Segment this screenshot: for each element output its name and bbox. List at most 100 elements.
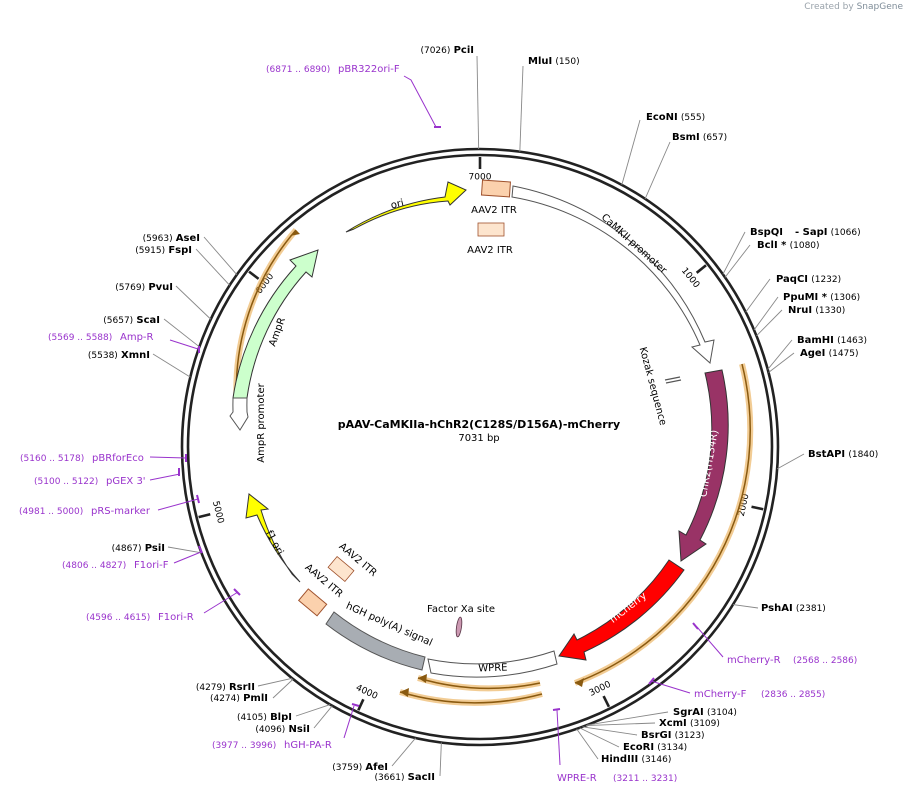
primer-leader-pbrforeco [149, 456, 187, 459]
feature-factor-xa-label: Factor Xa site [427, 604, 495, 615]
site-leader [476, 55, 480, 150]
primer-leader-amp-r [169, 339, 199, 350]
site-leader [724, 244, 751, 278]
site-label: (4867) PsiI [112, 543, 165, 554]
primer-leader-pgex3 [149, 473, 181, 481]
site-leader [519, 65, 524, 152]
site-position: (5769) [115, 283, 145, 293]
plasmid-name: pAAV-CaMKIIa-hChR2(C128S/D156A)-mCherry [338, 418, 620, 431]
tick-label: 1000 [679, 266, 701, 290]
primer-range-pbr322ori-f: (6871 .. 6890) [266, 65, 330, 75]
feature-chr2 [678, 369, 729, 562]
site-name: PsiI [145, 543, 165, 554]
primer-leader-wpre-r [556, 709, 561, 766]
tick-mark [751, 505, 764, 511]
site-position: (3104) [707, 708, 737, 718]
site-name: XmnI [121, 350, 150, 361]
primer-mark-mcherry-f [648, 677, 655, 685]
site-leader [582, 726, 638, 736]
site-label: BamHI (1463) [797, 335, 867, 346]
site-name: BsmI [672, 132, 700, 143]
site-position: (1463) [837, 336, 867, 346]
site-label: (5538) XmnI [88, 350, 150, 361]
orf-arc-wpre-1-core [417, 677, 541, 690]
site-label: EcoRI (3134) [623, 742, 687, 753]
site-label: (4105) BlpI [237, 712, 292, 723]
primer-range-prs-marker: (4981 .. 5000) [19, 507, 83, 517]
site-name: EcoNI [646, 112, 678, 123]
site-label: (5657) ScaI [103, 315, 160, 326]
site-leader-layer [152, 55, 805, 777]
plasmid-length: 7031 bp [458, 433, 499, 444]
site-label: (4096) NsiI [255, 724, 310, 735]
site-label: SgrAI (3104) [673, 707, 737, 718]
primer-mark-f1ori-r [233, 588, 241, 596]
site-leader [585, 722, 656, 727]
site-leader [722, 231, 746, 275]
feature-camkii-promoter [511, 185, 715, 364]
tick-mark [602, 695, 611, 708]
site-position: (1232) [811, 275, 841, 285]
primer-mark-prs-marker [196, 494, 200, 504]
site-position: (150) [555, 57, 579, 67]
site-name: - SapI [795, 227, 827, 238]
primer-name-pbr322ori-f: pBR322ori-F [338, 64, 400, 75]
site-name: ScaI [136, 315, 160, 326]
site-name: XcmI [659, 718, 687, 729]
site-leader [152, 353, 191, 378]
site-leader [163, 318, 200, 348]
site-name: BamHI [797, 335, 834, 346]
primer-name-mcherry-f: mCherry-F [694, 689, 747, 700]
feature-ampr [232, 249, 319, 399]
site-leader [644, 141, 671, 200]
credit-prefix: Created by [804, 2, 854, 12]
site-leader [732, 604, 759, 609]
primer-mark-f1ori-f [198, 545, 203, 554]
tick-mark [695, 264, 707, 274]
site-label: (5915) FspI [135, 245, 192, 256]
primer-range-mcherry-r: (2568 .. 2586) [793, 656, 857, 666]
feature-ori [345, 181, 467, 233]
primer-range-hgh-pa-r: (3977 .. 3996) [212, 741, 276, 751]
site-leader [579, 727, 620, 748]
primer-leader-mcherry-r [696, 626, 724, 658]
primer-mark-hgh-pa-r [351, 703, 360, 707]
primer-range-pgex3: (5100 .. 5122) [34, 477, 98, 487]
site-name: SgrAI [673, 707, 704, 718]
primer-name-mcherry-r: mCherry-R [727, 655, 781, 666]
site-name: SacII [408, 772, 435, 783]
site-leader [272, 678, 294, 699]
site-name: RsrII [229, 682, 255, 693]
site-position: (3123) [675, 731, 705, 741]
site-leader [576, 728, 599, 760]
site-position: (5657) [103, 316, 133, 326]
feature-ampr-promoter [229, 397, 249, 431]
site-position: (2381) [796, 604, 826, 614]
site-name: PvuI [148, 282, 173, 293]
tick-label: 4000 [354, 683, 379, 702]
site-label: (4279) RsrII [196, 682, 255, 693]
primer-range-f1ori-f: (4806 .. 4827) [62, 561, 126, 571]
site-name: HindIII [601, 754, 638, 765]
site-leader [195, 248, 231, 286]
primer-leader-pbr322ori-f [403, 75, 437, 128]
site-name: PaqCI [776, 274, 808, 285]
feature-wpre-label: WPRE [478, 662, 508, 674]
site-position: (1330) [815, 306, 845, 316]
site-label: PshAI (2381) [761, 603, 826, 614]
site-label: (3661) SacII [375, 772, 435, 783]
site-position: (5915) [135, 246, 165, 256]
feature-wpre [427, 650, 558, 678]
site-position: (1080) [790, 241, 820, 251]
orf-arrowhead-wpre-1 [418, 674, 427, 683]
primer-leader-f1ori-r [203, 591, 239, 614]
orf-arrowhead-ampr [290, 230, 300, 236]
tick-label: 3000 [588, 680, 613, 699]
feature-aav2-itr-top-inner [477, 222, 505, 237]
feature-ampr-promoter-label: AmpR promoter [256, 382, 267, 462]
feature-factor-xa [455, 616, 463, 638]
site-position: (3661) [375, 773, 405, 783]
site-name: BlpI [270, 712, 292, 723]
site-position: (4279) [196, 683, 226, 693]
feature-aav2-itr-top-inner-label: AAV2 ITR [467, 245, 513, 256]
